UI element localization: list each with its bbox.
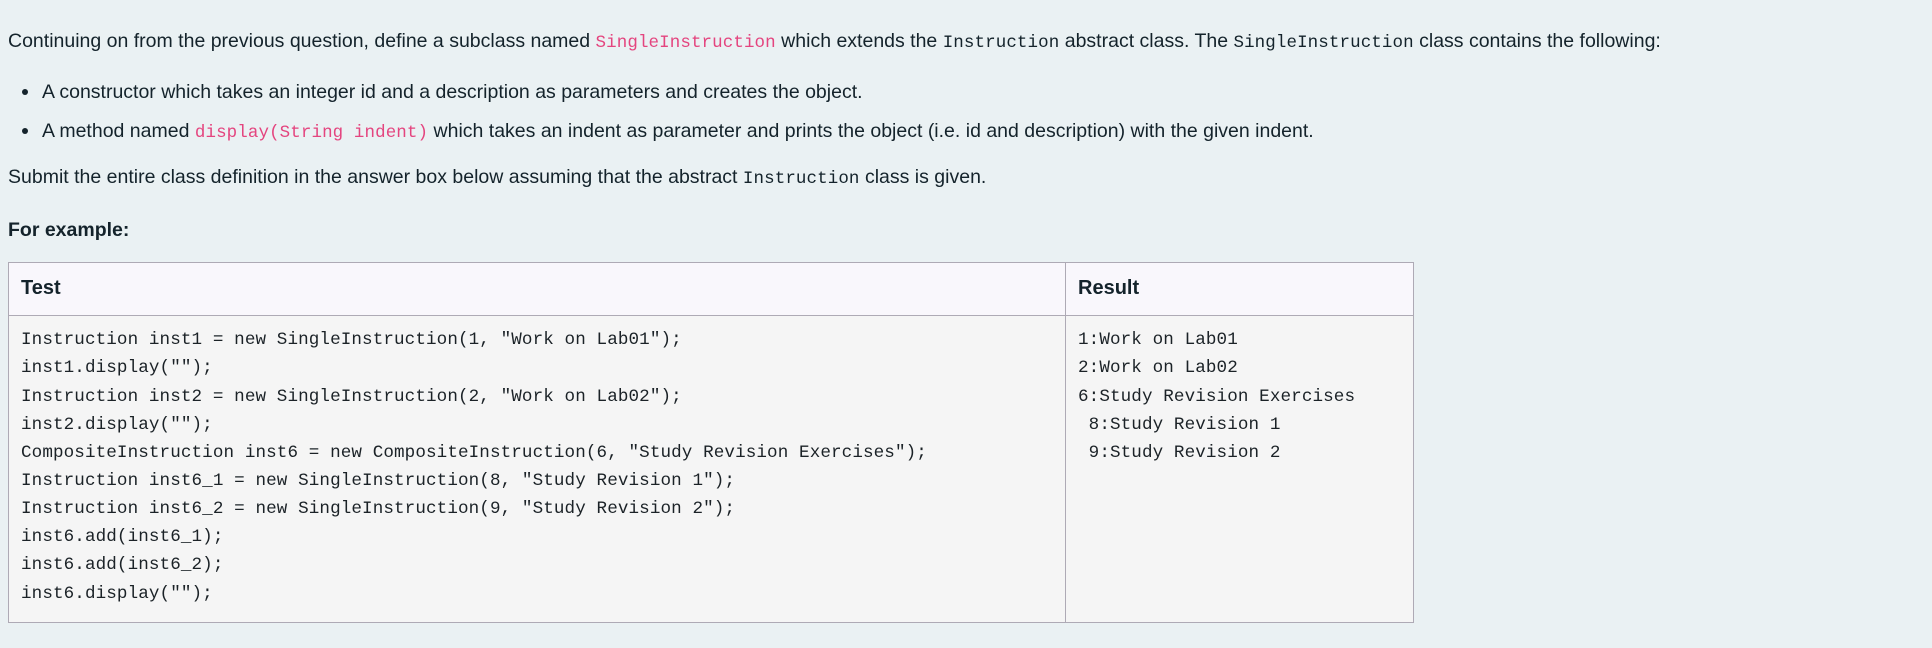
example-table-body: Instruction inst1 = new SingleInstructio… bbox=[8, 315, 1414, 623]
column-header-test: Test bbox=[8, 262, 1066, 317]
intro-text-part-3: abstract class. The bbox=[1059, 29, 1234, 52]
constructor-requirement-text: A constructor which takes an integer id … bbox=[42, 80, 863, 103]
inline-code-instruction-abstract: Instruction bbox=[742, 168, 860, 189]
inline-code-instruction: Instruction bbox=[942, 32, 1060, 53]
submit-text-part-2: class is given. bbox=[859, 165, 987, 188]
example-table: Test Result Instruction inst1 = new Sing… bbox=[8, 262, 1414, 623]
submit-text-part-1: Submit the entire class definition in th… bbox=[8, 165, 743, 188]
display-requirement-text-part-2: which takes an indent as parameter and p… bbox=[428, 120, 1314, 143]
table-header-row: Test Result bbox=[8, 262, 1414, 317]
question-intro-paragraph: Continuing on from the previous question… bbox=[8, 26, 1924, 58]
for-example-heading: For example: bbox=[8, 219, 130, 242]
intro-text-part-1: Continuing on from the previous question… bbox=[8, 29, 596, 52]
intro-text-part-4: class contains the following: bbox=[1413, 29, 1661, 52]
example-table-head: Test Result bbox=[8, 262, 1414, 317]
table-row: Instruction inst1 = new SingleInstructio… bbox=[8, 315, 1414, 623]
submit-instruction-paragraph: Submit the entire class definition in th… bbox=[8, 162, 1924, 194]
display-requirement-text-part-1: A method named bbox=[42, 120, 195, 143]
intro-text-part-2: which extends the bbox=[775, 29, 943, 52]
list-item-constructor: A constructor which takes an integer id … bbox=[22, 77, 1924, 109]
cell-test-code: Instruction inst1 = new SingleInstructio… bbox=[8, 315, 1066, 623]
result-output-block: 1:Work on Lab01 2:Work on Lab02 6:Study … bbox=[1078, 330, 1356, 463]
column-header-result: Result bbox=[1065, 262, 1414, 317]
requirements-list: A constructor which takes an integer id … bbox=[8, 77, 1924, 148]
inline-code-single-instruction: SingleInstruction bbox=[1233, 32, 1414, 53]
cell-result-output: 1:Work on Lab01 2:Work on Lab02 6:Study … bbox=[1065, 315, 1414, 623]
inline-code-single-instruction-pink: SingleInstruction bbox=[595, 32, 776, 53]
test-code-block: Instruction inst1 = new SingleInstructio… bbox=[21, 330, 927, 604]
list-item-display-method: A method named display(String indent) wh… bbox=[22, 116, 1924, 148]
inline-code-display-signature: display(String indent) bbox=[194, 123, 429, 144]
